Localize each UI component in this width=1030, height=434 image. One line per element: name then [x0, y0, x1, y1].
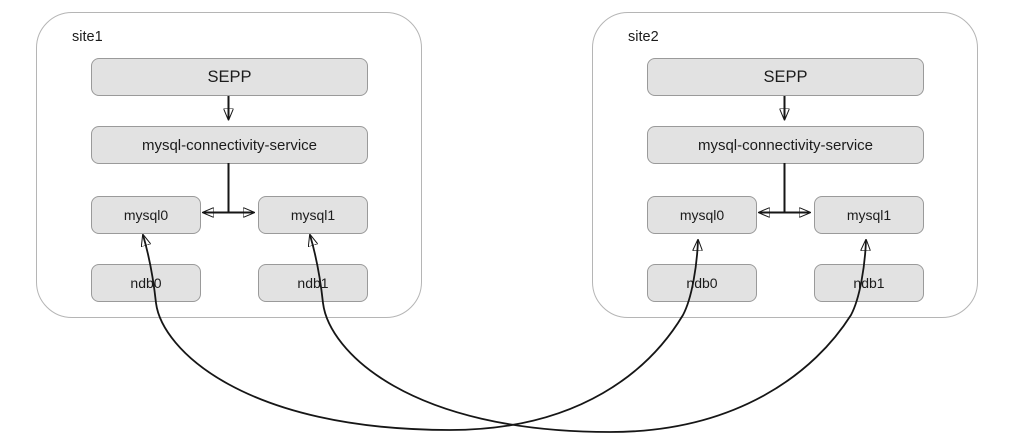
node-ndb1-site2: ndb1 [814, 264, 924, 302]
node-sepp-site2: SEPP [647, 58, 924, 96]
node-mysql-connectivity-service-site1: mysql-connectivity-service [91, 126, 368, 164]
node-ndb0-site2: ndb0 [647, 264, 757, 302]
site2-label: site2 [628, 29, 659, 45]
site2-container: site2 SEPP mysql-connectivity-service my… [592, 12, 978, 318]
site1-container: site1 SEPP mysql-connectivity-service my… [36, 12, 422, 318]
node-mysql1-site1: mysql1 [258, 196, 368, 234]
node-ndb1-site1: ndb1 [258, 264, 368, 302]
node-mysql0-site1: mysql0 [91, 196, 201, 234]
site1-label: site1 [72, 29, 103, 45]
node-mysql1-site2: mysql1 [814, 196, 924, 234]
node-mysql0-site2: mysql0 [647, 196, 757, 234]
node-sepp-site1: SEPP [91, 58, 368, 96]
node-mysql-connectivity-service-site2: mysql-connectivity-service [647, 126, 924, 164]
node-ndb0-site1: ndb0 [91, 264, 201, 302]
